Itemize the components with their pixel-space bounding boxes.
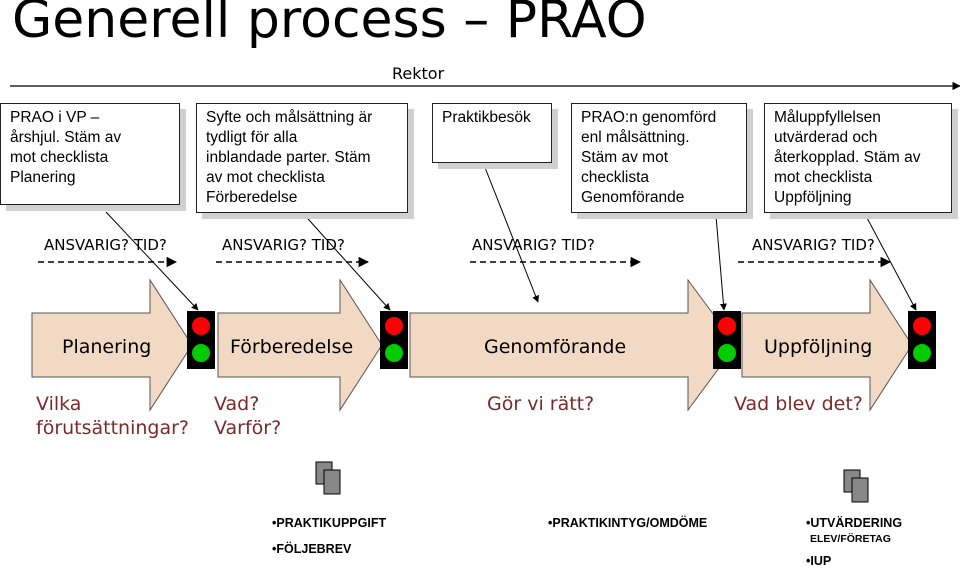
question-line: förutsättningar? <box>36 417 190 439</box>
green-lamp-icon <box>192 344 210 362</box>
box-line: Måluppfyllelsen <box>774 109 881 126</box>
phase-arrow-uppfoljning <box>741 278 913 412</box>
green-lamp-icon <box>718 344 736 362</box>
question-uppfoljning: Vad blev det? <box>734 392 863 416</box>
phase-label-forberedelse: Förberedelse <box>230 336 354 358</box>
traffic-light-icon <box>187 311 215 369</box>
phase-arrow-planering <box>31 278 193 412</box>
question-genomforande: Gör vi rätt? <box>487 392 594 416</box>
connector-4 <box>715 215 727 311</box>
ansvarig-label-2: ANSVARIG? TID? <box>222 236 345 254</box>
list-item: •IUP <box>806 554 832 568</box>
question-line: Vilka <box>36 393 82 415</box>
list-item: •PRAKTIKINTYG/OMDÖME <box>548 516 708 530</box>
document-icon-right <box>843 469 869 503</box>
box-line: checklista <box>581 169 650 186</box>
phase-label-uppfoljning: Uppföljning <box>764 336 873 358</box>
box-line: Uppföljning <box>774 189 852 206</box>
box-forberedelse: Syfte och målsättning är tydligt för all… <box>196 103 408 213</box>
question-planering: Vilka förutsättningar? <box>36 392 189 440</box>
bottom-list-evaluation: •UTVÄRDERING ELEV/FÖRETAG •IUP <box>806 515 902 569</box>
box-line: av mot checklista <box>206 169 325 186</box>
ansvarig-label-4: ANSVARIG? TID? <box>752 236 875 254</box>
box-line: Förberedelse <box>206 189 298 206</box>
box-line: Stäm av mot <box>581 149 668 166</box>
box-line: Genomförande <box>581 189 685 206</box>
phase-label-genomforande: Genomförande <box>484 336 627 358</box>
box-line: PRAO i VP – <box>10 109 100 126</box>
traffic-light-icon <box>380 311 408 369</box>
document-icon-left <box>315 461 341 495</box>
box-genomforande: PRAO:n genomförd enl målsättning. Stäm a… <box>571 103 747 213</box>
ansvarig-label-3: ANSVARIG? TID? <box>472 236 595 254</box>
red-lamp-icon <box>913 317 931 335</box>
traffic-light-icon <box>908 311 936 369</box>
box-line: mot checklista <box>10 149 109 166</box>
box-uppfoljning: Måluppfyllelsen utvärderad och återkoppl… <box>764 103 952 213</box>
question-line: Vad blev det? <box>734 393 863 415</box>
question-line: Varför? <box>214 417 282 439</box>
bottom-list-certificate: •PRAKTIKINTYG/OMDÖME <box>548 515 707 531</box>
box-line: Planering <box>10 169 76 186</box>
box-line: PRAO:n genomförd <box>581 109 717 126</box>
page-title: Generell process – PRAO <box>12 0 647 50</box>
list-item: •UTVÄRDERING <box>806 516 903 530</box>
list-item: •FÖLJEBREV <box>272 542 352 556</box>
list-item: •PRAKTIKUPPGIFT <box>272 516 387 530</box>
green-lamp-icon <box>385 344 403 362</box>
box-line: utvärderad och <box>774 129 878 146</box>
red-lamp-icon <box>718 317 736 335</box>
box-planering: PRAO i VP – årshjul. Stäm av mot checkli… <box>0 103 180 205</box>
question-line: Vad? <box>214 393 260 415</box>
connector-2 <box>299 209 391 311</box>
box-line: tydligt för alla <box>206 129 298 146</box>
red-lamp-icon <box>192 317 210 335</box>
question-forberedelse: Vad? Varför? <box>214 392 281 440</box>
box-line: återkopplad. Stäm av <box>774 149 921 166</box>
phase-arrow-genomforande <box>409 278 737 412</box>
list-item: ELEV/FÖRETAG <box>810 533 891 545</box>
connector-3 <box>483 164 539 303</box>
box-line: enl målsättning. <box>581 129 690 146</box>
red-lamp-icon <box>385 317 403 335</box>
ansvarig-label-1: ANSVARIG? TID? <box>44 236 167 254</box>
bottom-list-documents: •PRAKTIKUPPGIFT •FÖLJEBREV <box>272 515 386 557</box>
traffic-light-icon <box>713 311 741 369</box>
box-line: inblandade parter. Stäm <box>206 149 371 166</box>
box-line: årshjul. Stäm av <box>10 129 122 146</box>
connector-5 <box>865 215 917 311</box>
box-line: mot checklista <box>774 169 873 186</box>
phase-arrow-forberedelse <box>217 278 383 412</box>
question-line: Gör vi rätt? <box>487 393 595 415</box>
box-line: Syfte och målsättning är <box>206 109 373 126</box>
box-line: Praktikbesök <box>442 109 531 126</box>
rektor-label: Rektor <box>392 64 445 83</box>
phase-label-planering: Planering <box>62 336 152 358</box>
box-praktikbesok: Praktikbesök <box>432 103 552 163</box>
connector-1 <box>105 211 199 311</box>
green-lamp-icon <box>913 344 931 362</box>
